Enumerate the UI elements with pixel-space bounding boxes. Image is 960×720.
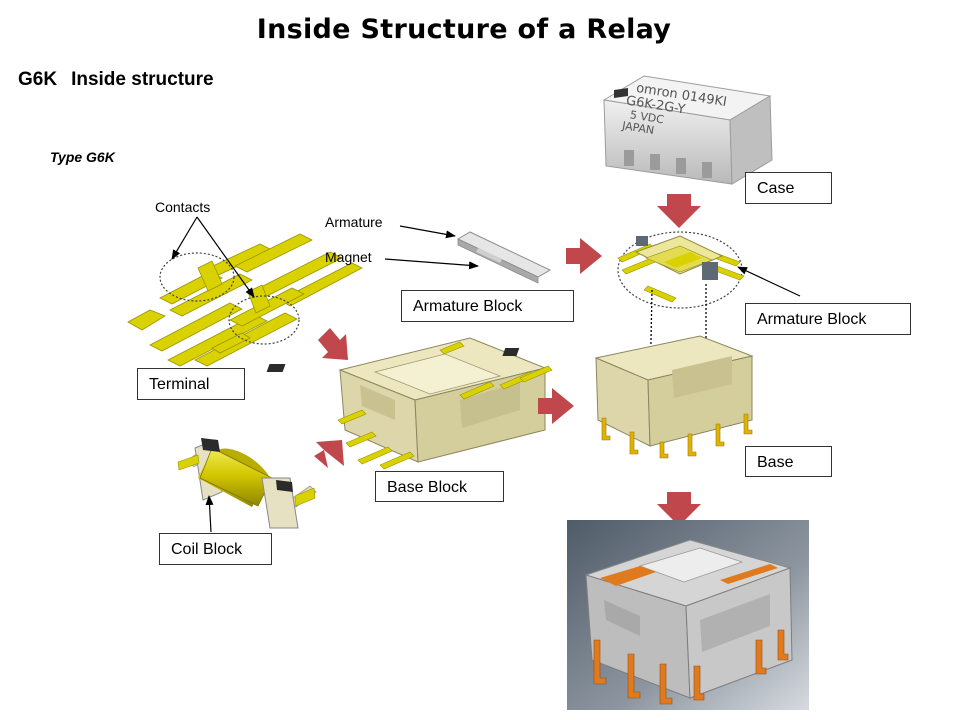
armature-block-box-left: Armature Block bbox=[401, 290, 574, 322]
page-title: Inside Structure of a Relay bbox=[256, 14, 672, 45]
magnet-label: Magnet bbox=[325, 249, 372, 265]
case-marking-line3: 5 VDC bbox=[629, 108, 665, 126]
base-block-box: Base Block bbox=[375, 471, 504, 502]
coil-block-part bbox=[177, 438, 317, 529]
magnet-leader bbox=[384, 258, 479, 270]
flow-arrows bbox=[314, 194, 701, 526]
contacts-label: Contacts bbox=[155, 199, 211, 215]
arrow-down-case bbox=[657, 194, 701, 228]
base-box: Base bbox=[745, 446, 832, 477]
contacts-circles bbox=[159, 252, 300, 345]
case-part: omron 0149KI G6K-2G-Y 5 VDC JAPAN bbox=[602, 75, 773, 185]
arrow-coil-to-base bbox=[314, 440, 344, 468]
base-part bbox=[502, 335, 754, 459]
case-marking-line4: JAPAN bbox=[620, 119, 655, 137]
coil-block-box: Coil Block bbox=[159, 533, 272, 565]
arrow-right-base bbox=[538, 388, 574, 424]
arrow-terminal-to-base bbox=[318, 328, 348, 360]
armature-part bbox=[456, 231, 552, 284]
contacts-leader-left bbox=[171, 216, 198, 260]
subtitle-text: Inside structure bbox=[71, 69, 214, 90]
armature-block-part bbox=[617, 231, 745, 309]
finished-relay-render bbox=[567, 520, 809, 710]
coil-leader bbox=[205, 495, 214, 533]
base-block-part bbox=[266, 337, 553, 470]
arrow-right-armature bbox=[566, 238, 602, 274]
arrow-down-result bbox=[657, 492, 701, 526]
terminal-box: Terminal bbox=[137, 368, 245, 400]
case-box: Case bbox=[745, 172, 832, 204]
contacts-leader-right bbox=[196, 216, 255, 298]
armature-leader bbox=[399, 225, 456, 239]
section-subtitle: G6K Inside structure bbox=[18, 69, 214, 91]
type-label: Type G6K bbox=[50, 149, 115, 165]
drop-line-left bbox=[646, 289, 655, 391]
armature-block-box-right: Armature Block bbox=[745, 303, 911, 335]
armature-block-leader bbox=[737, 266, 801, 297]
armature-label: Armature bbox=[325, 214, 383, 230]
subtitle-part: G6K bbox=[18, 69, 58, 90]
